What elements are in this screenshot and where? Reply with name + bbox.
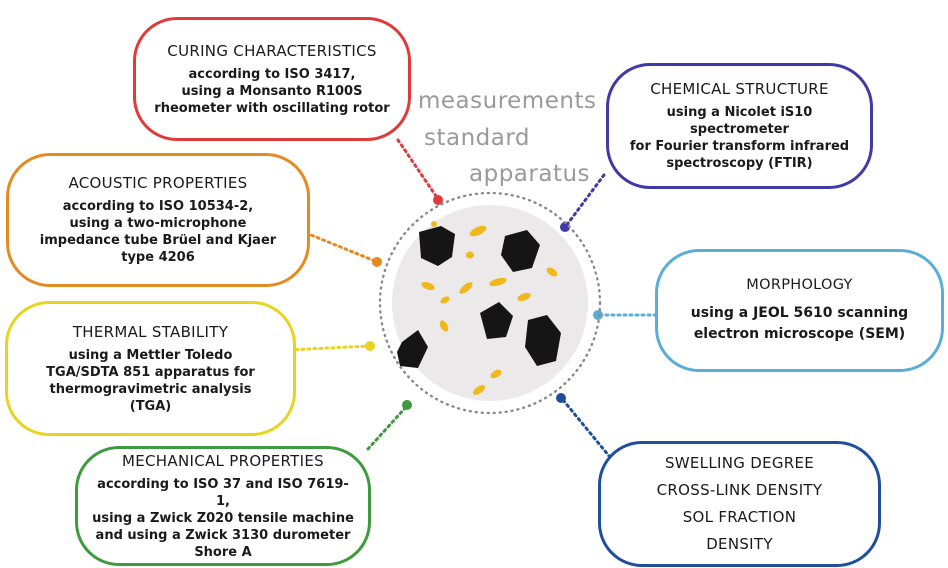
black-particle <box>419 226 455 266</box>
box-line: type 4206 <box>121 250 195 265</box>
connector-dot-acoustic <box>372 257 382 267</box>
yellow-particle <box>466 251 474 259</box>
box-title: THERMAL STABILITY <box>72 322 229 341</box>
connector-dot-thermal <box>365 341 375 351</box>
box-line: using a Monsanto R100S <box>181 83 363 99</box>
yellow-particle <box>517 292 531 302</box>
box-line: using a Nicolet iS10 spectrometer <box>666 105 813 137</box>
box-line: rheometer with oscillating rotor <box>154 100 390 116</box>
box-thermal-stability: THERMAL STABILITY using a Mettler Toledo… <box>5 301 296 436</box>
box-line: and using a Zwick 3130 durometer <box>95 527 351 543</box>
box-line: using a Zwick Z020 tensile machine <box>92 510 354 526</box>
box-chemical-structure: CHEMICAL STRUCTURE using a Nicolet iS10 … <box>606 63 873 189</box>
caption-measurements: measurements <box>418 88 597 114</box>
connector-swelling <box>561 398 616 464</box>
box-line: according to ISO 37 and ISO 7619-1, <box>97 476 349 509</box>
box-line: Shore A <box>194 544 252 560</box>
box-item: CROSS-LINK DENSITY <box>656 481 823 499</box>
box-line: electron microscope (SEM) <box>693 325 906 342</box>
connector-dot-mechanical <box>402 400 412 410</box>
connector-dot-morphology <box>593 310 603 320</box>
box-acoustic-properties: ACOUSTIC PROPERTIES according to ISO 105… <box>6 153 310 287</box>
box-line: thermogravimetric analysis <box>49 381 252 397</box>
black-particle <box>525 315 561 366</box>
sample-circle <box>378 191 602 415</box>
box-swelling-degree: SWELLING DEGREE CROSS-LINK DENSITY SOL F… <box>598 441 881 567</box>
caption-standard: standard <box>424 125 531 151</box>
connector-dot-swelling <box>556 393 566 403</box>
sample-outline <box>378 191 602 415</box>
connector-acoustic <box>304 231 377 263</box>
box-line: spectroscopy (FTIR) <box>666 156 813 171</box>
box-title: CHEMICAL STRUCTURE <box>650 80 829 98</box>
yellow-particle <box>459 282 473 294</box>
caption-apparatus: apparatus <box>469 161 591 187</box>
box-title: MECHANICAL PROPERTIES <box>122 451 324 470</box>
connector-mechanical <box>366 405 408 451</box>
box-item: SOL FRACTION <box>682 508 797 526</box>
yellow-particle <box>469 225 487 237</box>
box-title: CURING CHARACTERISTICS <box>167 41 377 60</box>
box-mechanical-properties: MECHANICAL PROPERTIES according to ISO 3… <box>75 446 371 566</box>
yellow-particle <box>546 267 558 277</box>
black-particle <box>397 330 428 368</box>
connector-curing <box>396 138 440 201</box>
box-title: ACOUSTIC PROPERTIES <box>68 174 248 192</box>
box-item: DENSITY <box>706 535 773 553</box>
yellow-particle <box>431 221 437 227</box>
black-particle <box>480 302 513 339</box>
box-morphology: MORPHOLOGY using a JEOL 5610 scanning el… <box>655 249 944 372</box>
box-line: according to ISO 10534-2, <box>62 199 254 214</box>
yellow-particle <box>489 277 507 287</box>
box-line: according to ISO 3417, <box>188 66 356 82</box>
connector-dot-chemical <box>560 222 570 232</box>
box-line: for Fourier transform infrared <box>629 139 850 154</box>
connectors <box>288 138 658 464</box>
yellow-particle <box>421 281 435 291</box>
yellow-particle <box>472 385 486 395</box>
box-line: using a Mettler Toledo <box>68 347 233 363</box>
box-line: using a two-microphone <box>69 216 247 231</box>
connector-thermal <box>288 344 370 352</box>
box-line: (TGA) <box>129 398 172 414</box>
box-line: impedance tube Brüel and Kjaer <box>39 233 277 248</box>
yellow-particle <box>490 369 502 379</box>
yellow-particle <box>440 296 450 304</box>
box-item: SWELLING DEGREE <box>664 454 815 472</box>
box-line: using a JEOL 5610 scanning <box>690 304 909 321</box>
connector-chemical <box>564 173 606 228</box>
box-line: TGA/SDTA 851 apparatus for <box>46 364 255 380</box>
connector-dot-curing <box>433 195 443 205</box>
black-particle <box>501 230 540 272</box>
box-curing-characteristics: CURING CHARACTERISTICS according to ISO … <box>133 17 411 141</box>
box-title: MORPHOLOGY <box>746 276 853 293</box>
yellow-particle <box>439 320 449 332</box>
